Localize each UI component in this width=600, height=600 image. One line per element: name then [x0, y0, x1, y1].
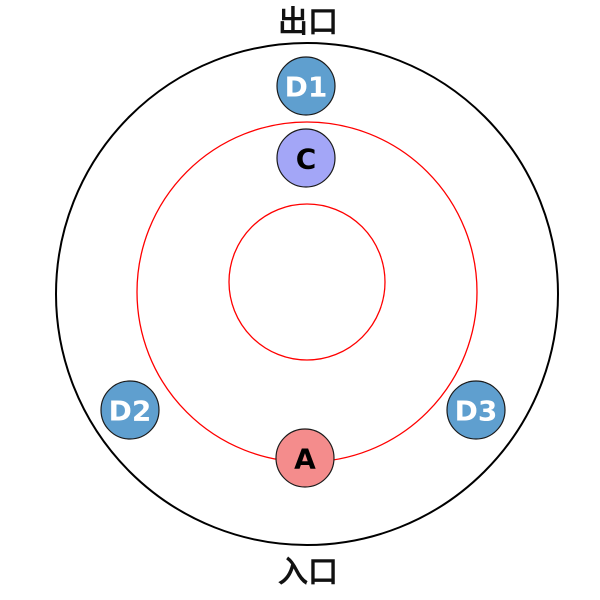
- node-d2-circle: [100, 380, 160, 440]
- node-d1-label: D1: [285, 71, 328, 104]
- node-a: A: [275, 428, 335, 488]
- node-c-circle: [276, 128, 336, 188]
- inner-ring: [228, 203, 386, 361]
- exit-label: 出口: [278, 5, 338, 40]
- node-d2-label: D2: [109, 395, 152, 428]
- outer-ring: [55, 42, 559, 546]
- node-a-label: A: [294, 443, 316, 476]
- node-d1: D1: [276, 56, 336, 116]
- node-d3-label: D3: [455, 395, 498, 428]
- node-d2: D2: [100, 380, 160, 440]
- node-d3-circle: [446, 380, 506, 440]
- entrance-label: 入口: [278, 555, 338, 590]
- node-c: C: [276, 128, 336, 188]
- node-d1-circle: [276, 56, 336, 116]
- node-a-circle: [275, 428, 335, 488]
- node-c-label: C: [296, 143, 317, 176]
- node-d3: D3: [446, 380, 506, 440]
